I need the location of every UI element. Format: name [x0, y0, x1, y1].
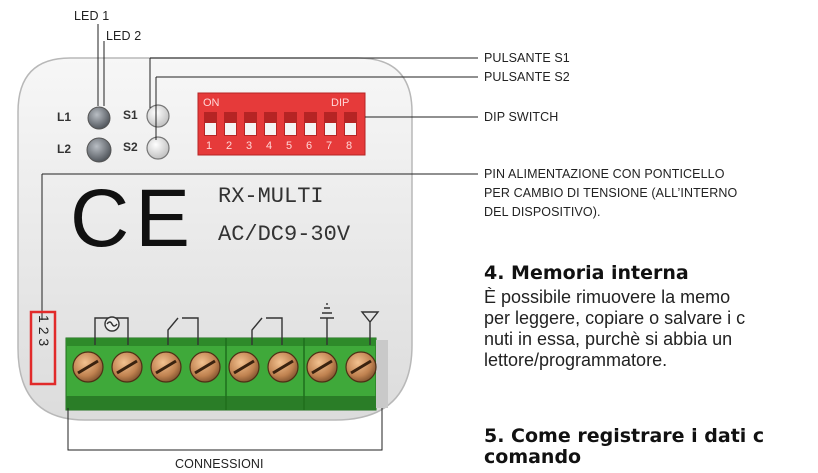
pin-highlight-box [29, 310, 57, 386]
callout-connessioni: CONNESSIONI [175, 457, 264, 471]
section4-line-4: lettore/programmatore. [484, 350, 668, 370]
callout-led2: LED 2 [106, 29, 142, 43]
screw-slot-3 [155, 359, 177, 375]
dip-lever-7[interactable] [325, 123, 336, 135]
dip-numbers: 1 2 3 4 5 6 7 8 [203, 140, 363, 154]
dip-lever-3[interactable] [245, 123, 256, 135]
label-l2: L2 [57, 142, 72, 156]
section4-line-3: nuti in essa, purchè si abbia un [484, 329, 733, 349]
screw-slot-1 [77, 359, 99, 375]
callout-pin-line1: PIN ALIMENTAZIONE CON PONTICELLO [484, 167, 725, 181]
label-s2: S2 [123, 140, 138, 154]
dip-number-7: 7 [326, 140, 333, 152]
dip-number-3: 3 [246, 140, 253, 152]
screw-slot-7 [311, 359, 333, 375]
pin-2: 2 [36, 326, 52, 335]
dip-label: DIP [331, 97, 350, 109]
led-2 [86, 137, 112, 163]
button-s2 [146, 136, 170, 160]
callout-pin-line3: DEL DISPOSITIVO). [484, 205, 601, 219]
callout-pin-line2: PER CAMBIO DI TENSIONE (ALL’INTERNO [484, 186, 738, 200]
callout-led1: LED 1 [74, 9, 110, 23]
label-l1: L1 [57, 110, 72, 124]
dip-on-label: ON [203, 97, 220, 109]
voltage-label: AC/DC9-30V [218, 222, 351, 247]
dip-lever-4[interactable] [265, 123, 276, 135]
dip-lever-6[interactable] [305, 123, 316, 135]
dip-lever-2[interactable] [225, 123, 236, 135]
pin-3: 3 [36, 338, 52, 347]
callout-pulsante-s2: PULSANTE S2 [484, 70, 570, 84]
dip-lever-1[interactable] [205, 123, 216, 135]
dip-lever-5[interactable] [285, 123, 296, 135]
callout-pulsante-s1: PULSANTE S1 [484, 51, 570, 65]
screw-slot-5 [233, 359, 255, 375]
dip-number-6: 6 [306, 140, 313, 152]
button-s1 [146, 104, 170, 128]
callout-dip-switch: DIP SWITCH [484, 110, 559, 124]
dip-number-8: 8 [346, 140, 353, 152]
section4-line-2: per leggere, copiare o salvare i c [484, 308, 746, 328]
dip-number-4: 4 [266, 140, 273, 152]
screw-slot-2 [116, 359, 138, 375]
screw-slot-8 [350, 359, 372, 375]
led-1 [87, 106, 111, 130]
screw-slot-6 [272, 359, 294, 375]
model-label: RX-MULTI [218, 184, 324, 209]
section5-title-line2: comando [484, 446, 582, 468]
ce-mark: CE [70, 173, 196, 264]
label-s1: S1 [123, 108, 138, 122]
pin-1: 1 [36, 315, 52, 323]
dip-number-2: 2 [226, 140, 233, 152]
dip-number-1: 1 [206, 140, 213, 152]
section5-title-line1: 5. Come registrare i dati c [484, 425, 765, 447]
dip-number-5: 5 [286, 140, 293, 152]
pin-numbers: 1 2 3 [36, 315, 52, 346]
section4-title: 4. Memoria interna [484, 262, 689, 284]
screw-slot-4 [194, 359, 216, 375]
dip-lever-8[interactable] [345, 123, 356, 135]
section4-line-1: È possibile rimuovere la memo [484, 287, 731, 307]
